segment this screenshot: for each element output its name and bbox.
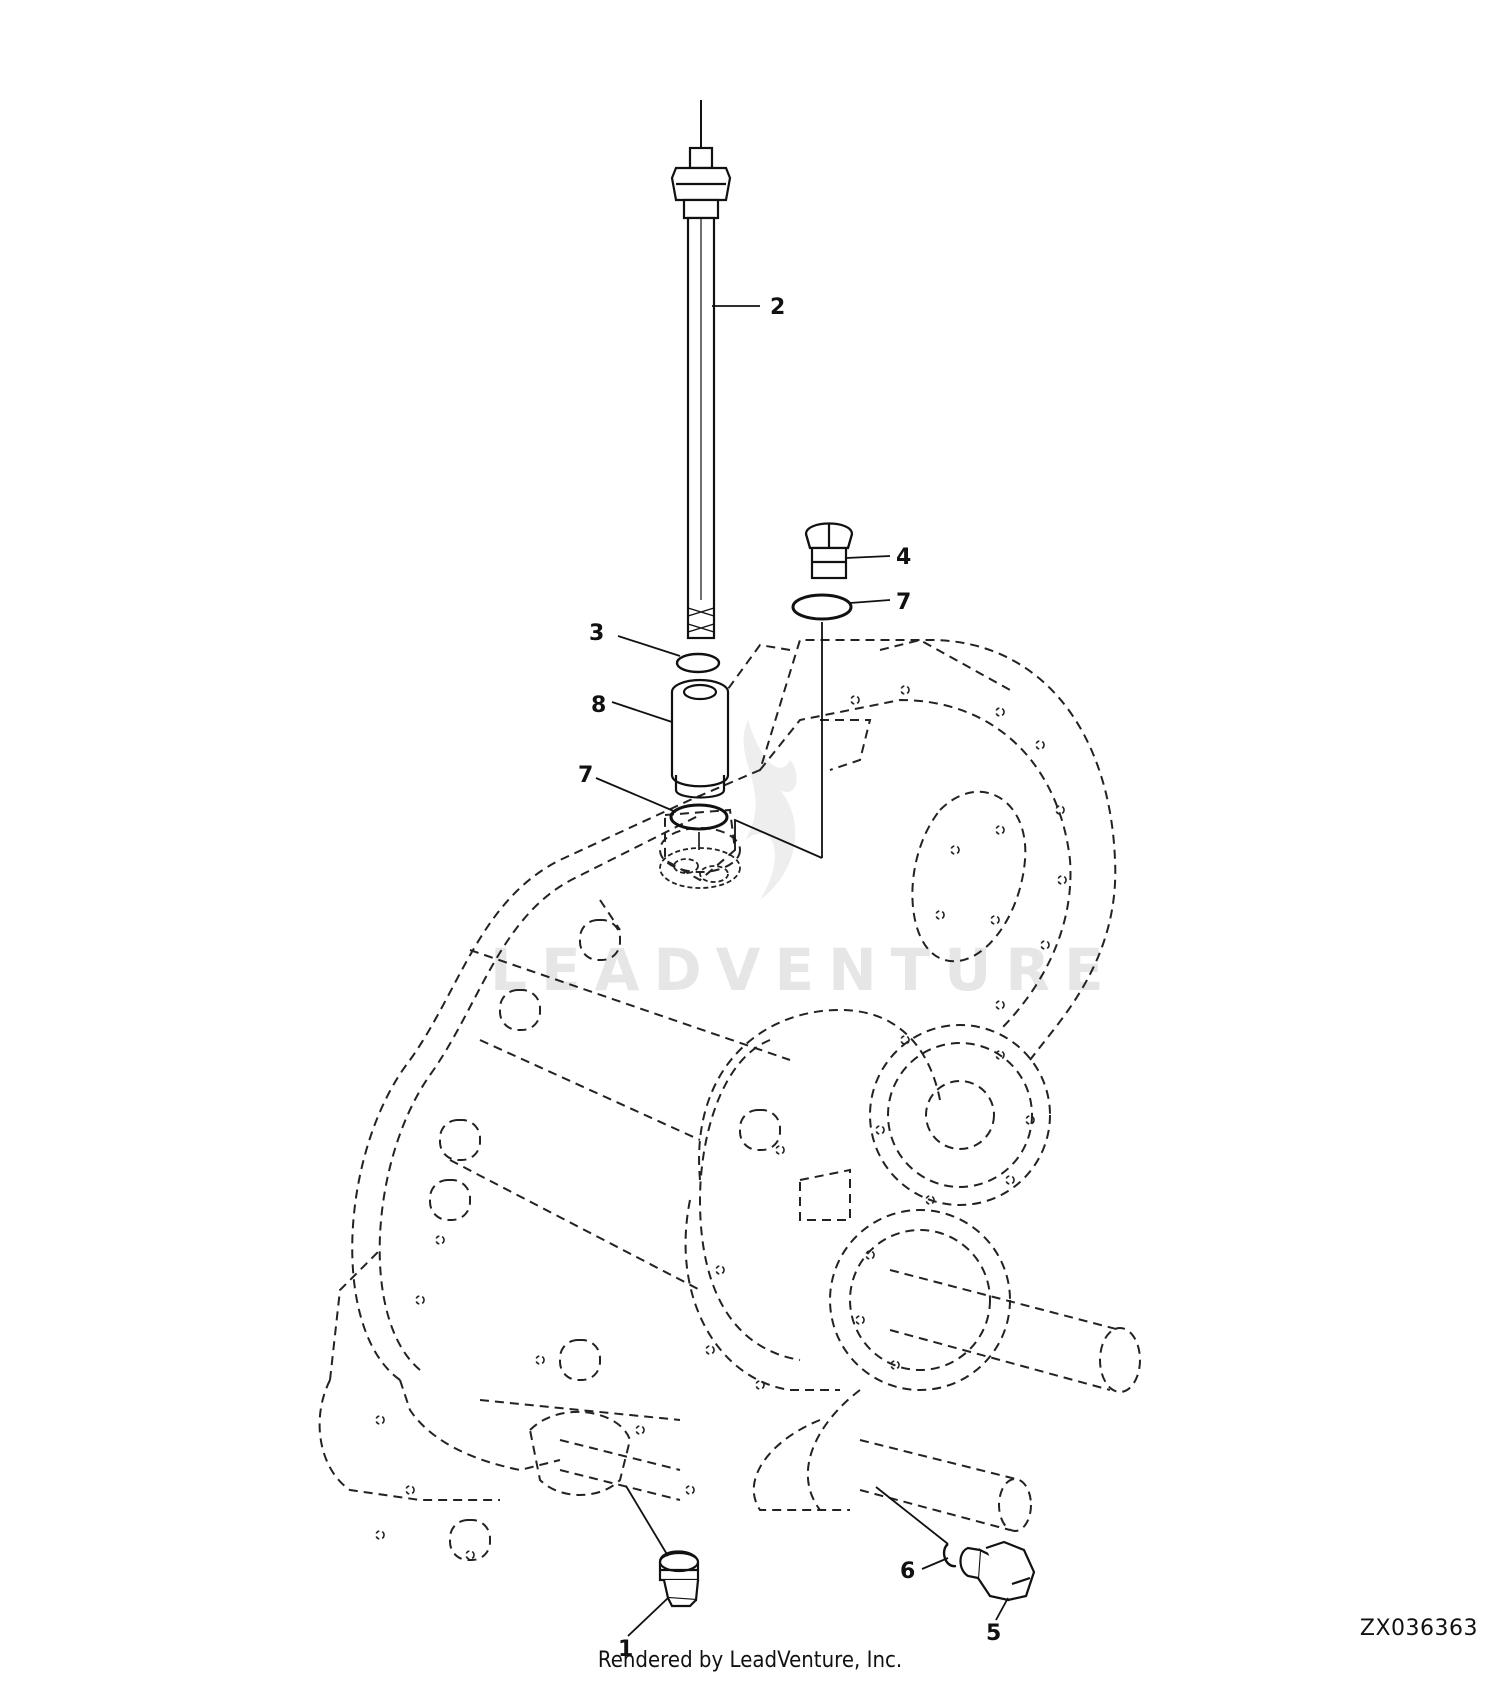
assembly-line-4-jog: [734, 818, 823, 859]
part-6-snap-ring: [942, 1543, 957, 1568]
part-1-sender: [658, 1550, 700, 1608]
housing-bolt-holes: [375, 685, 1067, 1560]
leader-1: [625, 1485, 669, 1557]
callout-labels: 2 3 8 7 4 7 1 6 5: [578, 295, 1001, 1662]
transmission-housing: [318, 638, 1141, 1561]
leader-4: [845, 555, 891, 559]
footer-credit: Rendered by LeadVenture, Inc.: [597, 1648, 903, 1673]
leader-8: [611, 701, 673, 723]
callout-8: 8: [591, 693, 606, 718]
leader-lines: [595, 305, 1009, 1637]
leader-7-upper: [849, 599, 891, 604]
part-4-plug: [804, 522, 854, 580]
part-7-o-ring-upper: [791, 593, 853, 621]
callout-7-lower: 7: [578, 763, 593, 788]
watermark-text: LEADVENTURE: [490, 936, 1118, 1004]
leader-6-shaft: [875, 1486, 949, 1545]
watermark: LEADVENTURE: [490, 720, 1118, 1004]
leader-5: [995, 1597, 1009, 1621]
callout-2: 2: [770, 295, 785, 320]
leader-7-lower: [595, 777, 677, 813]
callout-5: 5: [986, 1621, 1001, 1646]
callout-7-upper: 7: [896, 590, 911, 615]
leader-1-label: [627, 1597, 669, 1637]
part-8-adapter-sleeve: [670, 678, 730, 799]
watermark-flame-icon: [743, 720, 797, 900]
figure-code: ZX036363: [1359, 1616, 1478, 1641]
callout-3: 3: [589, 621, 604, 646]
callout-4: 4: [896, 545, 911, 570]
callout-1: 1: [618, 1637, 633, 1662]
housing-top-port: [659, 847, 741, 889]
callout-6: 6: [900, 1559, 915, 1584]
part-5-plug: [959, 1540, 1036, 1602]
part-2-dipstick-tube: [670, 100, 732, 640]
part-3-o-ring: [675, 652, 721, 674]
leader-6: [921, 1557, 949, 1570]
leader-3: [617, 635, 681, 657]
part-7-o-ring-lower: [669, 803, 729, 850]
